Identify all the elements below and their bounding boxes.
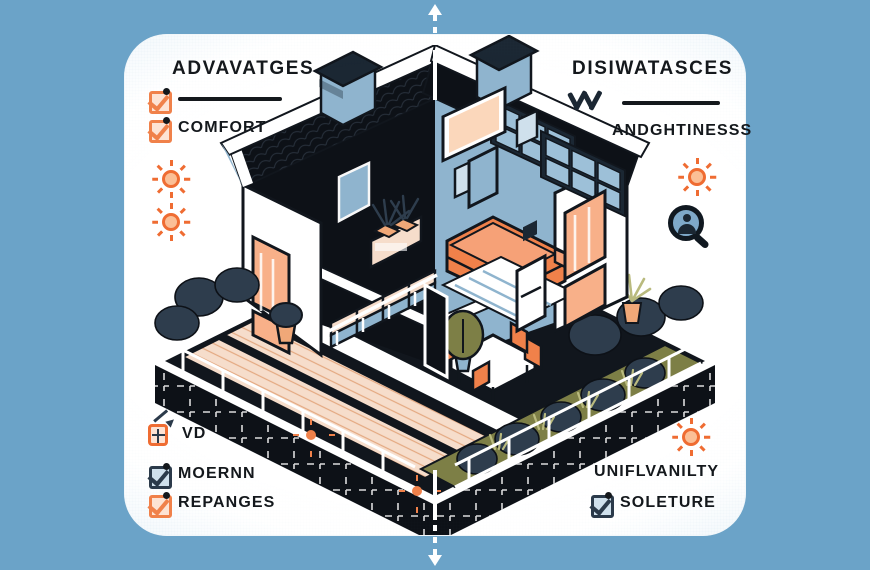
left-bottom-label: MOERNN	[178, 465, 256, 482]
divider-solid-bottom	[433, 470, 437, 520]
left-sun-2	[152, 203, 191, 241]
left-item-label: COMFORT	[178, 119, 267, 136]
divider-solid-top	[433, 50, 437, 100]
right-headline: DISIWATASCES	[572, 58, 734, 79]
left-bottom-item-vd: VD	[148, 409, 207, 448]
magnifier-person-icon	[668, 205, 714, 251]
right-item-0	[570, 90, 720, 116]
house-illustration	[125, 35, 745, 535]
sun-icon	[152, 160, 191, 198]
checkbox-check-icon	[147, 117, 172, 143]
left-item-0	[147, 88, 282, 114]
right-bottom-label: UNIFLVANILTY	[594, 463, 720, 480]
house-illustration-svg	[154, 35, 715, 535]
growth-chart-arrow-icon	[148, 409, 177, 448]
left-sun-1	[152, 160, 191, 198]
sun-icon	[672, 418, 711, 456]
sun-icon	[678, 158, 717, 196]
divider-arrow-up-icon	[428, 4, 442, 15]
divider-arrow-down-icon	[428, 555, 442, 566]
left-bottom-item-repanges: REPANGES	[147, 492, 276, 518]
double-check-icon	[570, 90, 612, 116]
left-item-comfort: COMFORT	[147, 117, 267, 143]
right-bottom-label: SOLETURE	[620, 494, 716, 511]
center-split-divider	[428, 0, 442, 570]
right-bottom-item-soleture: SOLETURE	[589, 492, 716, 518]
checkbox-check-icon	[589, 492, 614, 518]
right-item-label: ANDGHTINESSS	[612, 122, 753, 139]
checkbox-check-icon	[147, 463, 172, 489]
left-rule	[178, 97, 282, 101]
right-bottom-item-uniformity: UNIFLVANILTY	[594, 463, 719, 481]
left-headline: ADVAVATGES	[172, 58, 315, 79]
left-bottom-label: VD	[182, 425, 207, 442]
left-bottom-item-modern: MOERNN	[147, 463, 256, 489]
sun-icon	[152, 203, 191, 241]
right-magnifier	[668, 205, 714, 251]
checkbox-check-icon	[147, 492, 172, 518]
checkbox-check-icon	[147, 88, 172, 114]
left-bottom-label: REPANGES	[178, 494, 276, 511]
right-rule	[622, 101, 720, 105]
right-sun-1	[678, 158, 717, 196]
right-item-brightness: ANDGHTINESSS	[612, 122, 752, 140]
right-bottom-sun	[672, 418, 711, 456]
